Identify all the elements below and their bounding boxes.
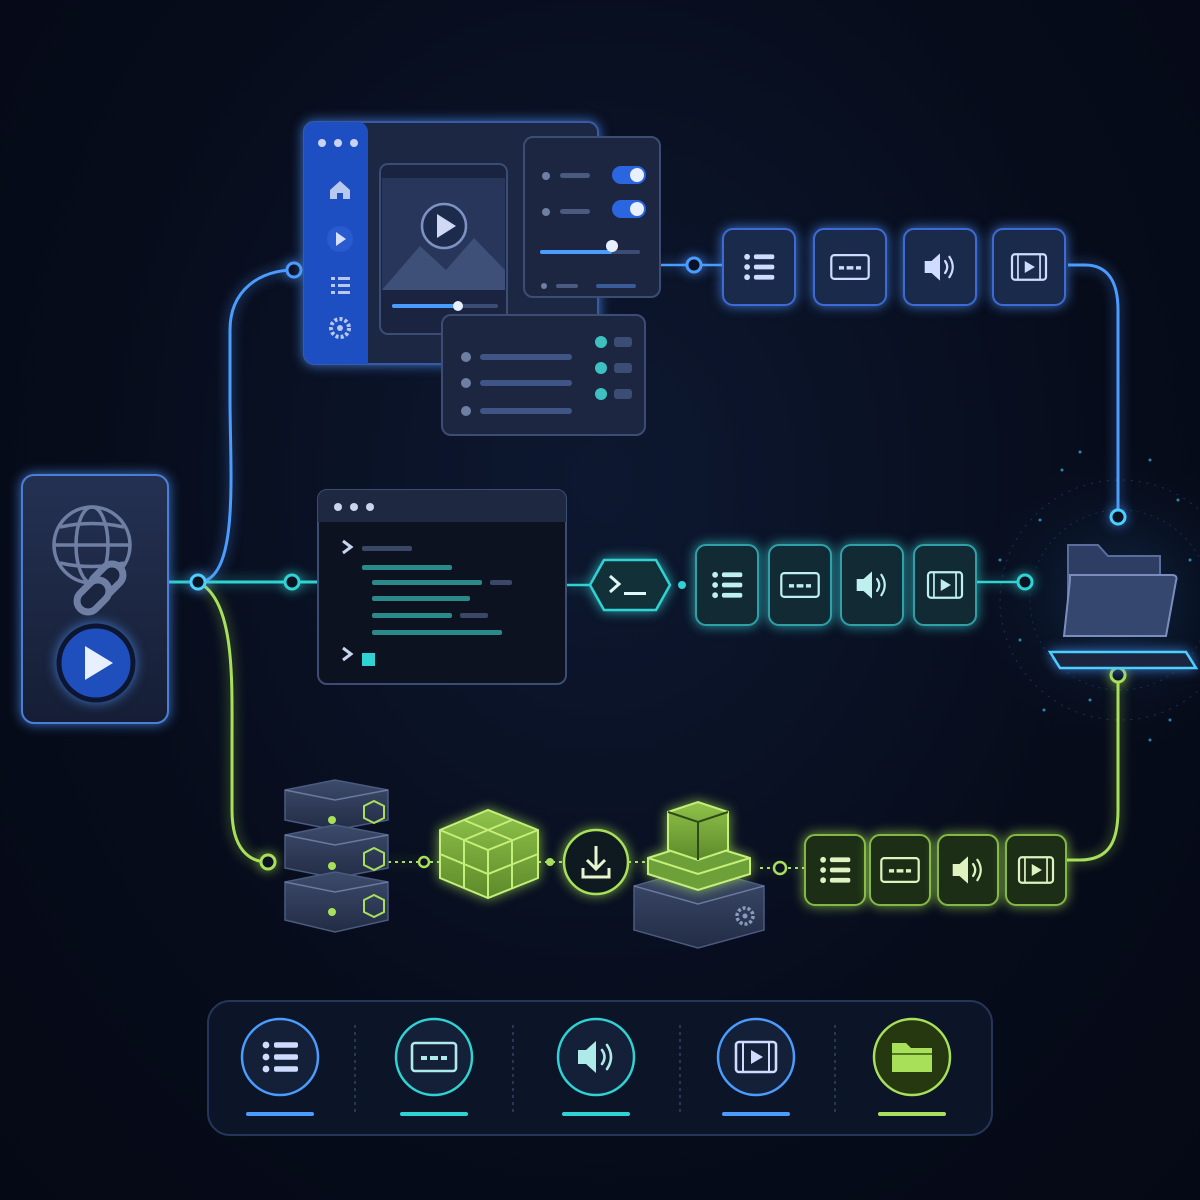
outputs-row-container xyxy=(804,834,1067,906)
gear-icon[interactable] xyxy=(329,317,351,339)
play-icon[interactable] xyxy=(56,623,136,703)
link-icon xyxy=(73,560,127,616)
subtitles-icon[interactable] xyxy=(813,228,887,306)
video-player[interactable] xyxy=(379,163,508,335)
sparkles xyxy=(998,450,1192,742)
container-host[interactable] xyxy=(633,800,765,949)
outputs-row-gui xyxy=(722,228,1066,306)
terminal-prompt-icon[interactable] xyxy=(588,558,672,612)
slider[interactable] xyxy=(540,240,640,254)
video-icon[interactable] xyxy=(992,228,1066,306)
outputs-row-cli xyxy=(695,544,977,626)
audio-icon[interactable] xyxy=(937,834,999,906)
audio-icon[interactable] xyxy=(840,544,904,626)
subtitles-icon[interactable] xyxy=(869,834,931,906)
source-card[interactable] xyxy=(21,474,169,724)
legend-subtitles-icon xyxy=(394,1017,474,1116)
legend-audio-icon xyxy=(556,1017,636,1116)
download-icon[interactable] xyxy=(562,828,630,896)
terminal-window[interactable] xyxy=(317,489,567,685)
desktop-app-window[interactable] xyxy=(303,121,661,436)
legend-items xyxy=(240,1017,952,1116)
video-icon[interactable] xyxy=(913,544,977,626)
gear-icon xyxy=(735,906,755,926)
legend-list-icon xyxy=(240,1017,320,1116)
legend-folder-icon xyxy=(872,1017,952,1116)
audio-icon[interactable] xyxy=(903,228,977,306)
subtitles-icon[interactable] xyxy=(768,544,832,626)
settings-panel[interactable] xyxy=(523,136,661,298)
list-icon[interactable] xyxy=(722,228,796,306)
list-icon[interactable] xyxy=(695,544,759,626)
toggle-switch[interactable] xyxy=(612,200,646,218)
list-icon[interactable] xyxy=(804,834,866,906)
server-stack[interactable] xyxy=(284,779,389,933)
toggle-switch[interactable] xyxy=(612,166,646,184)
list-icon[interactable] xyxy=(331,277,350,294)
destination-folder[interactable] xyxy=(1047,544,1199,670)
video-icon[interactable] xyxy=(1005,834,1067,906)
folder-icon xyxy=(1062,544,1178,637)
legend-video-icon xyxy=(716,1017,796,1116)
package-cubes[interactable] xyxy=(439,808,539,900)
play-icon[interactable] xyxy=(327,226,353,252)
home-icon[interactable] xyxy=(330,181,350,199)
list-panel[interactable] xyxy=(441,314,646,436)
